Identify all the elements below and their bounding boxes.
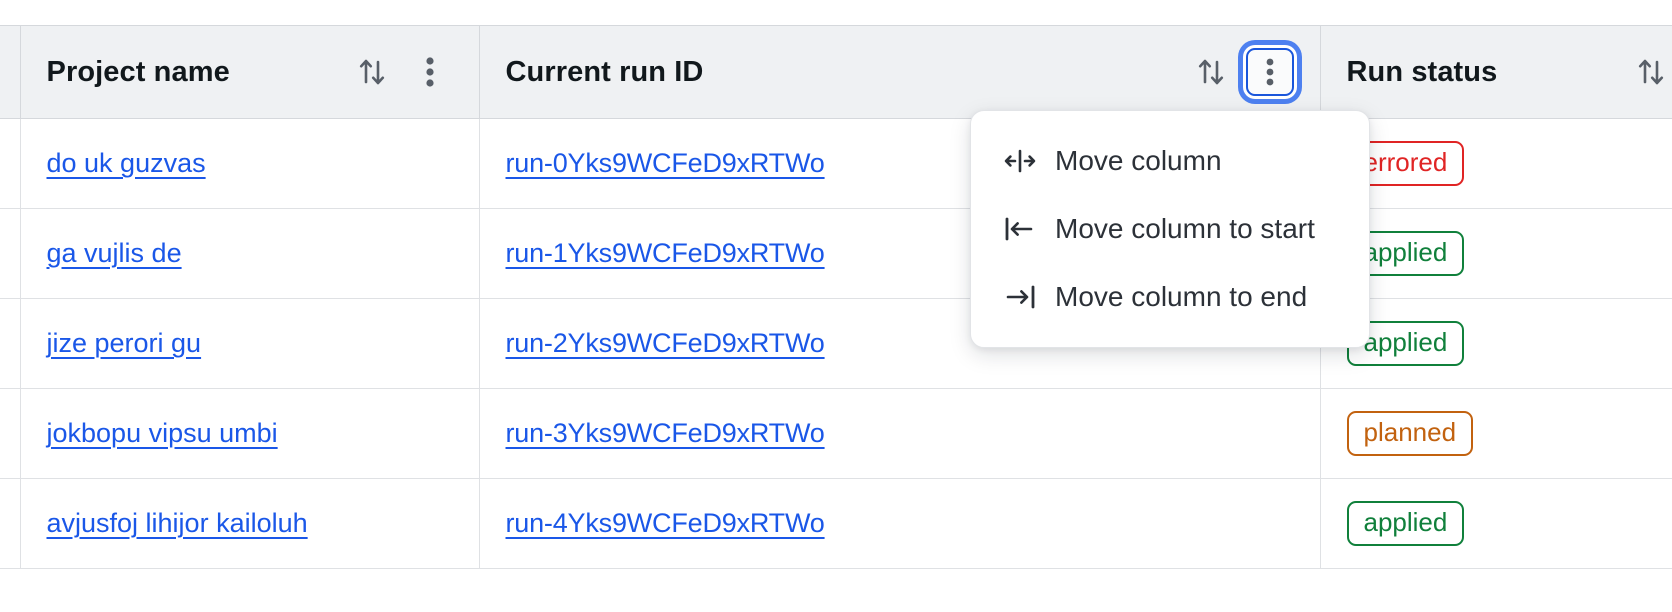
column-header-run-status[interactable]: Run status: [1320, 25, 1672, 119]
kebab-menu-icon: [425, 57, 434, 87]
menu-item-move-column-to-end[interactable]: Move column to end: [971, 263, 1369, 331]
column-header-current-run-id[interactable]: Current run ID: [479, 25, 1321, 119]
column-header-label-current-run-id: Current run ID: [505, 55, 704, 88]
row-gutter-cell: [0, 478, 21, 569]
status-badge: planned: [1346, 410, 1474, 457]
table-row: jize perori gu run-2Yks9WCFeD9xRTWo appl…: [0, 298, 1672, 389]
run-id-link[interactable]: run-1Yks9WCFeD9xRTWo: [505, 238, 825, 268]
column-menu-button-project-name[interactable]: [407, 49, 453, 95]
sort-button-current-run-id[interactable]: [1188, 49, 1234, 95]
cell-project-name: avjusfoj lihijor kailoluh: [20, 478, 480, 569]
cell-project-name: jokbopu vipsu umbi: [20, 388, 480, 479]
table-header: Project name: [0, 25, 1672, 119]
sort-button-project-name[interactable]: [349, 49, 395, 95]
cell-project-name: ga vujlis de: [20, 208, 480, 299]
menu-item-move-column-to-start[interactable]: Move column to start: [971, 195, 1369, 263]
row-gutter-cell: [0, 208, 21, 299]
table-row: ga vujlis de run-1Yks9WCFeD9xRTWo applie…: [0, 208, 1672, 299]
sort-updown-icon: [357, 55, 387, 89]
menu-item-label: Move column to start: [1055, 213, 1315, 244]
column-menu-button-current-run-id[interactable]: [1245, 48, 1294, 96]
column-header-project-name[interactable]: Project name: [20, 25, 480, 119]
move-to-end-icon: [1001, 281, 1039, 313]
row-gutter-cell: [0, 388, 21, 479]
project-name-link[interactable]: ga vujlis de: [46, 238, 182, 268]
row-gutter-header: [0, 25, 21, 119]
cell-run-status: applied: [1320, 208, 1672, 299]
run-id-link[interactable]: run-3Yks9WCFeD9xRTWo: [505, 418, 825, 448]
cell-run-status: errored: [1320, 118, 1672, 209]
menu-item-label: Move column to end: [1055, 281, 1308, 312]
project-name-link[interactable]: jokbopu vipsu umbi: [46, 418, 278, 448]
status-badge: applied: [1346, 500, 1465, 547]
move-column-icon: [1001, 145, 1039, 177]
row-gutter-cell: [0, 118, 21, 209]
table-row: avjusfoj lihijor kailoluh run-4Yks9WCFeD…: [0, 478, 1672, 569]
sort-updown-icon: [1196, 55, 1226, 89]
column-context-menu: Move column Move column to start Move co…: [970, 110, 1370, 348]
row-gutter-cell: [0, 298, 21, 389]
cell-current-run-id: run-4Yks9WCFeD9xRTWo: [479, 478, 1321, 569]
cell-project-name: jize perori gu: [20, 298, 480, 389]
move-to-start-icon: [1001, 213, 1039, 245]
sort-updown-icon: [1636, 55, 1666, 89]
cell-run-status: applied: [1320, 478, 1672, 569]
cell-run-status: planned: [1320, 388, 1672, 479]
kebab-menu-icon: [1266, 58, 1274, 86]
table-header-row: Project name: [0, 25, 1672, 119]
run-id-link[interactable]: run-4Yks9WCFeD9xRTWo: [505, 508, 825, 538]
status-badge: errored: [1346, 140, 1465, 187]
run-id-link[interactable]: run-0Yks9WCFeD9xRTWo: [505, 148, 825, 178]
cell-run-status: applied: [1320, 298, 1672, 389]
table-body: do uk guzvas run-0Yks9WCFeD9xRTWo errore…: [0, 118, 1672, 569]
menu-item-move-column[interactable]: Move column: [971, 127, 1369, 195]
run-id-link[interactable]: run-2Yks9WCFeD9xRTWo: [505, 328, 825, 358]
table-row: jokbopu vipsu umbi run-3Yks9WCFeD9xRTWo …: [0, 388, 1672, 479]
menu-item-label: Move column: [1055, 145, 1222, 176]
project-name-link[interactable]: avjusfoj lihijor kailoluh: [46, 508, 308, 538]
sort-button-run-status[interactable]: [1628, 49, 1672, 95]
cell-project-name: do uk guzvas: [20, 118, 480, 209]
projects-table: Project name: [0, 25, 1672, 569]
project-name-link[interactable]: do uk guzvas: [46, 148, 206, 178]
column-header-label-project-name: Project name: [46, 55, 230, 88]
table-row: do uk guzvas run-0Yks9WCFeD9xRTWo errore…: [0, 118, 1672, 209]
column-header-label-run-status: Run status: [1346, 55, 1498, 88]
project-name-link[interactable]: jize perori gu: [46, 328, 202, 358]
cell-current-run-id: run-3Yks9WCFeD9xRTWo: [479, 388, 1321, 479]
